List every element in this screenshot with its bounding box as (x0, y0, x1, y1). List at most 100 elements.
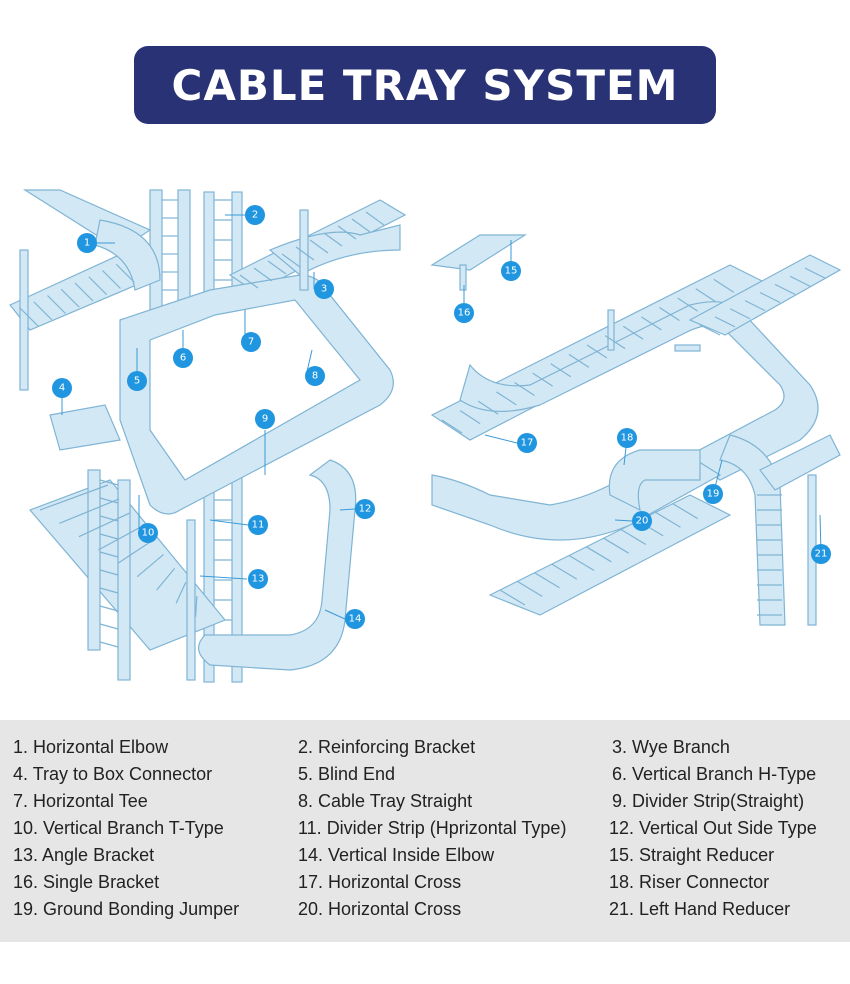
marker-20: 20 (632, 511, 652, 531)
ladder-rung (59, 498, 120, 524)
ladder-rung (309, 239, 329, 254)
ladder-rung (604, 335, 626, 350)
ladder-rung (117, 540, 153, 564)
ladder-rung (33, 301, 53, 321)
ladder-rung (194, 596, 198, 617)
marker-12: 12 (355, 499, 375, 519)
ladder-rung (99, 551, 119, 558)
ladder-rung (441, 419, 463, 434)
svg-text:10: 10 (142, 528, 155, 539)
legend-panel: 1. Horizontal Elbow 2. Reinforcing Brack… (0, 720, 850, 942)
ladder-rung (586, 344, 608, 359)
marker-5: 5 (127, 371, 147, 391)
ladder-rung (586, 546, 612, 563)
ladder-rung (99, 515, 119, 522)
ladder-rung (337, 225, 357, 240)
legend-item: 2. Reinforcing Bracket (298, 737, 476, 757)
ladder-rung (74, 282, 94, 302)
svg-text:4: 4 (59, 383, 65, 394)
marker-7: 7 (241, 332, 261, 352)
svg-text:3: 3 (321, 284, 327, 295)
ladder-rung (620, 529, 647, 546)
ladder-rung (759, 291, 781, 304)
ladder-rung (102, 270, 121, 289)
left-tray-diagram: 1 2 3 4 5 6 7 8 9 10 11 12 13 14 (9, 189, 407, 683)
marker-17: 17 (517, 433, 537, 453)
legend-item: 17. Horizontal Cross (298, 872, 462, 892)
svg-text:17: 17 (521, 438, 534, 449)
legend-item: 9. Divider Strip(Straight) (612, 791, 805, 811)
svg-text:15: 15 (505, 266, 518, 277)
svg-text:8: 8 (312, 371, 318, 382)
ladder-rung (267, 260, 287, 275)
legend-item: 6. Vertical Branch H-Type (612, 764, 817, 784)
ladder-rung (714, 316, 736, 328)
ladder-rung (295, 246, 315, 261)
ladder-rung (603, 537, 629, 554)
ladder-rung (534, 572, 560, 589)
ladder-rung (789, 275, 811, 287)
top-left-tray (9, 189, 162, 331)
ladder-rung (516, 580, 543, 597)
ladder-rung (39, 484, 109, 511)
ladder-rung (550, 363, 572, 378)
legend-item: 5. Blind End (298, 764, 396, 784)
ladder-rung (156, 567, 176, 591)
ladder-rung (99, 587, 119, 594)
square-loop (119, 274, 394, 515)
legend-item: 20. Horizontal Cross (298, 899, 462, 919)
legend-item: 16. Single Bracket (13, 872, 160, 892)
ladder-rung (98, 526, 142, 551)
vertical-elbow (198, 459, 357, 671)
ladder-rung (99, 569, 119, 576)
svg-text:6: 6 (180, 353, 186, 364)
ladder-rung (459, 410, 481, 425)
ladder-rung (677, 297, 698, 312)
page-title: CABLE TRAY SYSTEM (171, 60, 679, 110)
legend-item: 15. Straight Reducer (609, 845, 775, 865)
svg-text:18: 18 (621, 433, 634, 444)
ladder-rung (499, 589, 526, 606)
ladder-rung (744, 300, 766, 312)
ladder-rung (514, 381, 535, 397)
ladder-rung (365, 211, 385, 226)
ladder-rung (19, 307, 39, 327)
marker-14: 14 (345, 609, 365, 629)
svg-text:13: 13 (252, 574, 265, 585)
ladder-rung (672, 503, 699, 520)
svg-text:12: 12 (359, 504, 372, 515)
legend-item: 3. Wye Branch (612, 737, 730, 757)
svg-text:9: 9 (262, 414, 268, 425)
ladder-rung (99, 623, 119, 630)
ladder-rung (477, 400, 499, 415)
ladder-rung (239, 274, 259, 289)
title-banner: CABLE TRAY SYSTEM (134, 46, 716, 124)
ladder-rung (699, 324, 721, 336)
marker-8: 8 (305, 366, 325, 386)
legend-item: 13. Angle Bracket (13, 845, 155, 865)
ladder-rung (729, 308, 751, 320)
marker-13: 13 (248, 569, 268, 589)
ladder-rung (695, 288, 717, 303)
legend-item: 4. Tray to Box Connector (13, 764, 213, 784)
legend-item: 12. Vertical Out Side Type (609, 818, 817, 838)
ladder-rung (115, 263, 135, 283)
svg-text:2: 2 (252, 210, 258, 221)
marker-9: 9 (255, 409, 275, 429)
svg-text:16: 16 (458, 308, 471, 319)
ladder-rung (551, 563, 578, 580)
marker-6: 6 (173, 348, 193, 368)
legend-item: 10. Vertical Branch T-Type (13, 818, 224, 838)
marker-18: 18 (617, 428, 637, 448)
ladder-rung (60, 288, 80, 308)
ladder-rung (496, 391, 517, 406)
ladder-rung (175, 581, 187, 604)
ladder-rung (99, 533, 119, 540)
svg-text:21: 21 (815, 549, 828, 560)
ladder-rung (88, 276, 108, 296)
lower-left-tray (28, 404, 226, 681)
marker-10: 10 (138, 523, 158, 543)
svg-text:1: 1 (84, 238, 90, 249)
legend-item: 1. Horizontal Elbow (13, 737, 169, 757)
legend-item: 18. Riser Connector (609, 872, 770, 892)
